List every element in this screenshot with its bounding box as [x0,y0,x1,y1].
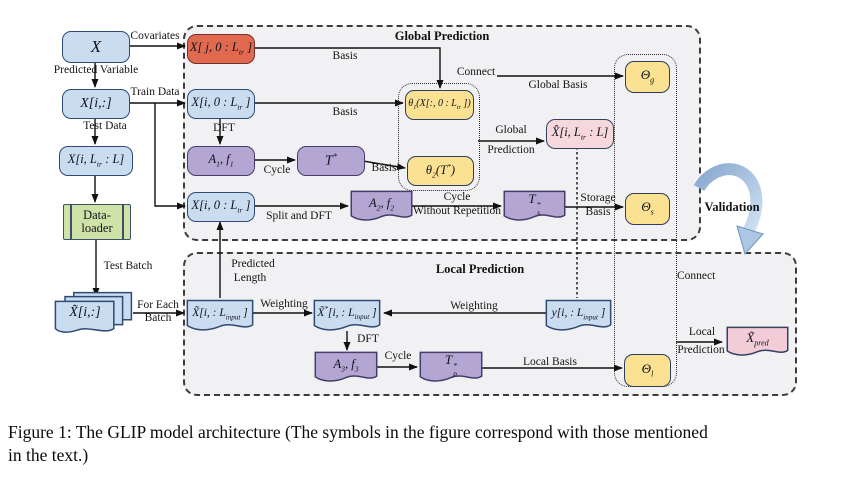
label-weighting-left: Weighting [260,298,308,310]
caption-line-1: Figure 1: The GLIP model architecture (T… [8,422,708,442]
label-predicted-length-1: Predicted [231,258,275,270]
label-storage-1: Storage [580,192,616,204]
label-local-basis: Local Basis [523,356,577,368]
node-a1-f1: A1, f1 [187,146,255,176]
glip-architecture-diagram: Global Prediction Local Prediction [53,25,797,396]
node-x-i: X[i,:] [62,89,130,119]
figure-caption: Figure 1: The GLIP model architecture (T… [8,421,842,467]
label-local-prediction-1: Local [688,326,716,338]
label-global-prediction-1: Global [495,124,527,136]
node-x-input: X̃[i, : Linput ] [186,299,254,333]
node-x-pred: X̃pred [726,326,789,358]
label-predicted-variable: Predicted Variable [53,64,139,76]
node-x-test: X[i, Ltr : L] [59,146,133,176]
label-validation: Validation [704,200,760,214]
label-global-basis: Global Basis [528,79,588,91]
local-prediction-panel [183,252,797,396]
label-for-each-2: Batch [144,312,172,324]
node-x-train: X[i, 0 : Ltr ] [187,89,255,119]
local-panel-title: Local Prediction [435,262,525,276]
label-dft-global: DFT [213,122,235,134]
node-x-train-split: X[i, 0 : Ltr ] [187,192,255,222]
label-covariates: Covariates [130,30,180,42]
node-a3-f3: A3, f3 [314,351,378,384]
node-theta-g: Θg [625,61,670,93]
node-a2-f2: A2, f2 [350,190,413,223]
node-ts-star: T*s [503,190,566,223]
node-covariates-train: X[ j, 0 : Ltr ] [187,34,255,64]
label-test-batch: Test Batch [103,260,153,272]
label-basis-t: Basis [371,162,397,174]
label-connect-local: Connect [677,270,716,282]
label-cycle-local: Cycle [384,350,412,362]
label-for-each-1: For Each [137,299,179,311]
node-dataloader: Data-loader [63,204,131,240]
node-tp-star: T*p [419,351,483,384]
label-weighting-right: Weighting [450,300,498,312]
node-theta2: θ2(T*) [407,156,474,186]
label-predicted-length-2: Length [233,272,267,284]
label-global-prediction-2: Prediction [487,144,535,156]
label-basis-train: Basis [332,106,358,118]
node-y-input: y[i, : Linput ] [545,299,612,333]
label-cycle-wr-2: Without Repetition [412,205,501,217]
node-theta-s: Θs [625,193,670,225]
label-basis-covariates: Basis [332,50,358,62]
caption-line-2: in the text.) [8,445,89,465]
global-panel-title: Global Prediction [394,29,490,43]
node-t-star: T* [297,146,365,176]
label-cycle-wr-1: Cycle [443,191,471,203]
node-x-hat-global: X̂[i, Ltr : L] [546,119,614,149]
label-storage-2: Basis [585,206,611,218]
node-x-star-input: X̃*[i, : Linput ] [313,299,381,333]
node-theta1: θ1(X[:, 0 : Ltr ]) [405,90,474,120]
label-dft-local: DFT [357,333,379,345]
node-x-batch-stack: X̃[i,:] [53,291,133,339]
label-local-prediction-2: Prediction [677,344,725,356]
label-test-data: Test Data [83,120,127,132]
label-train-data: Train Data [130,86,180,98]
node-x: X [62,31,130,63]
label-connect-global: Connect [456,66,496,78]
label-split-and-dft: Split and DFT [266,210,332,222]
label-cycle-global: Cycle [263,164,291,176]
node-theta-l: Θl [624,354,671,387]
